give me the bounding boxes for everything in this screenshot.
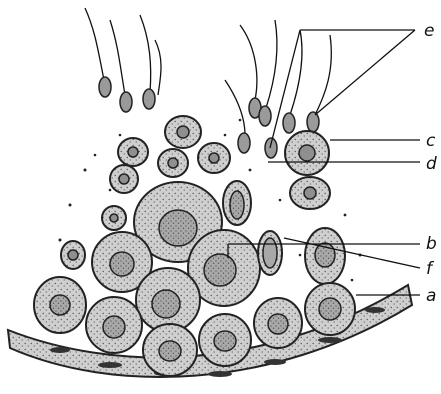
label-d: d xyxy=(426,154,437,174)
label-e: e xyxy=(424,21,434,41)
label-c: c xyxy=(426,131,436,151)
label-b: b xyxy=(426,234,437,254)
label-a: a xyxy=(426,286,436,306)
sertoli-cell xyxy=(258,231,282,275)
labels: e c d b f a xyxy=(424,21,437,306)
label-f: f xyxy=(426,259,435,279)
